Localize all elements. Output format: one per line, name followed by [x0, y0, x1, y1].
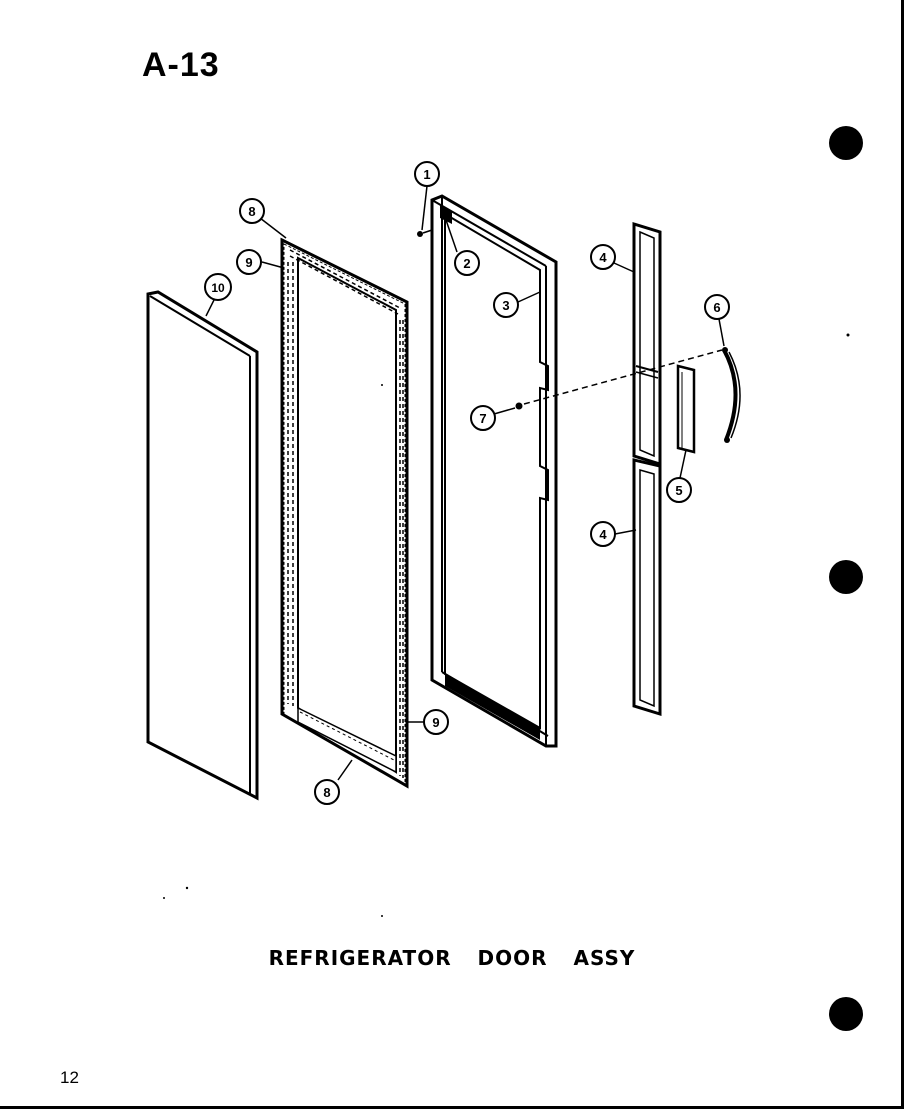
callout-8-top-label: 8 [248, 204, 255, 219]
diagram-caption: REFRIGERATOR DOOR ASSY [268, 946, 636, 970]
callout-9-top: 9 [236, 249, 262, 275]
cover-plate-part-5 [676, 364, 696, 454]
callout-1: 1 [414, 161, 440, 187]
callout-5: 5 [666, 477, 692, 503]
door-liner-part-3 [430, 194, 558, 748]
callout-5-label: 5 [675, 483, 682, 498]
leader-lines [205, 185, 725, 781]
callout-6-label: 6 [713, 300, 720, 315]
trim-strip-upper-part-4 [632, 221, 662, 467]
callout-7-label: 7 [479, 411, 486, 426]
callout-9-bottom: 9 [423, 709, 449, 735]
door-handle-part-6 [722, 347, 741, 443]
page-id: A-13 [142, 46, 220, 84]
callout-2-label: 2 [463, 256, 470, 271]
trim-strip-lower-part-4 [632, 458, 662, 717]
callout-2: 2 [454, 250, 480, 276]
scan-specks [163, 333, 850, 917]
page-number: 12 [60, 1068, 79, 1087]
door-panel-part-10 [146, 290, 259, 801]
insulation-frame-part-9 [280, 237, 409, 789]
callout-4-lower-label: 4 [599, 527, 607, 542]
callout-4-upper-label: 4 [599, 250, 607, 265]
callout-4-upper: 4 [590, 244, 616, 270]
binder-hole-top [829, 126, 863, 160]
callout-9-bottom-label: 9 [432, 715, 439, 730]
callout-3-label: 3 [502, 298, 509, 313]
callout-7: 7 [470, 405, 496, 431]
binder-hole-bottom [829, 997, 863, 1031]
callout-6: 6 [704, 294, 730, 320]
callout-10: 10 [204, 273, 232, 301]
callout-8-bottom-label: 8 [323, 785, 330, 800]
callout-4-lower: 4 [590, 521, 616, 547]
callout-8-top: 8 [239, 198, 265, 224]
screw-part-1 [417, 229, 433, 237]
callout-10-label: 10 [211, 281, 225, 295]
callout-3: 3 [493, 292, 519, 318]
callout-8-bottom: 8 [314, 779, 340, 805]
callout-9-top-label: 9 [245, 255, 252, 270]
screw-part-7 [515, 349, 723, 410]
binder-hole-middle [829, 560, 863, 594]
callout-1-label: 1 [423, 167, 430, 182]
